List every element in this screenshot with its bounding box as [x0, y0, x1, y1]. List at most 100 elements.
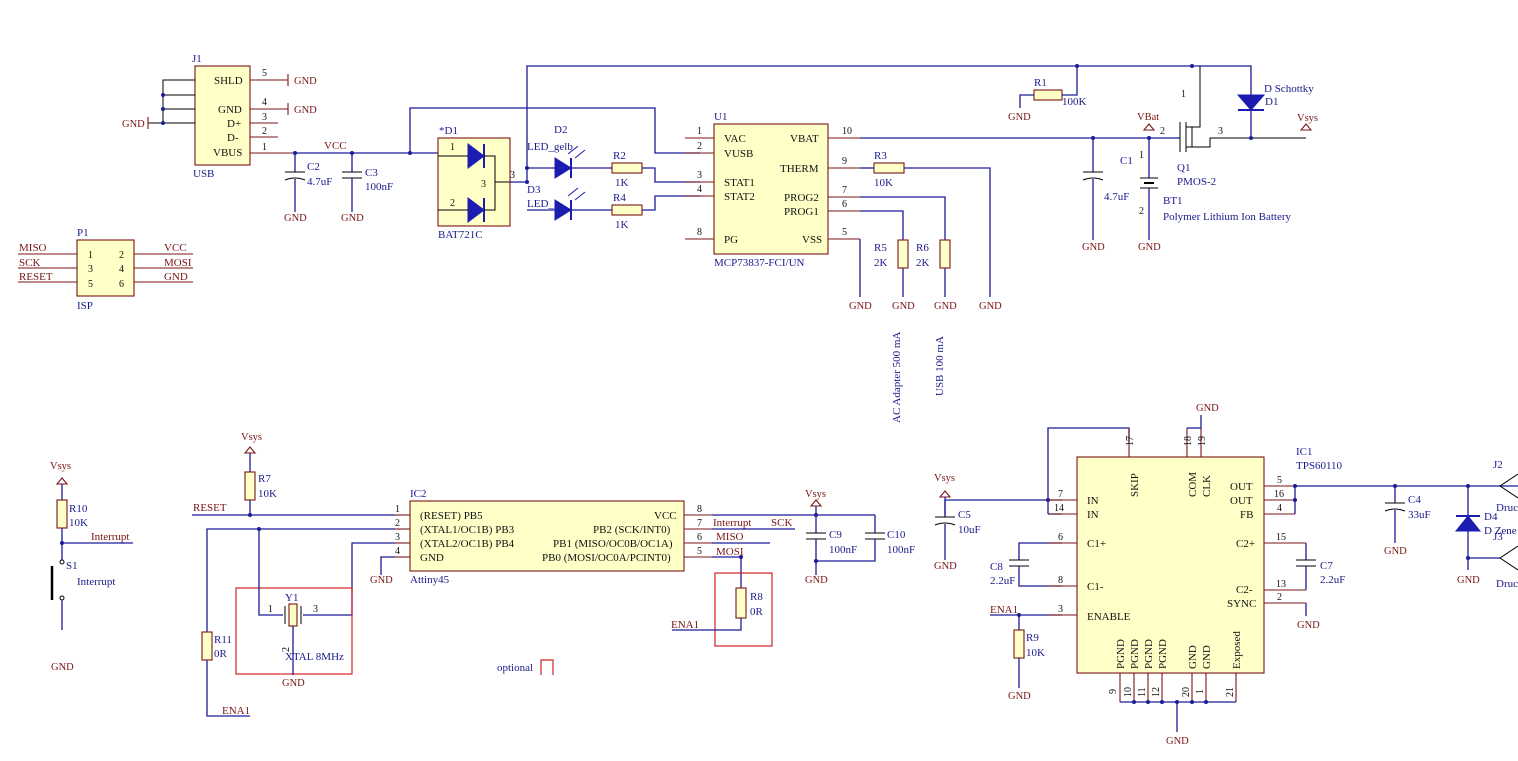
ic1-pin-label: IN	[1087, 495, 1099, 507]
vcc-net-label: VCC	[164, 242, 187, 254]
c3-designator: C3	[365, 167, 378, 179]
resistor-r10[interactable]: Vsys R10 10K	[50, 461, 88, 560]
capacitor-c9[interactable]: C9 100nF	[806, 506, 857, 575]
capacitor-c3[interactable]: C3 100nF GND	[341, 153, 393, 224]
gnd-label: GND	[1008, 112, 1031, 123]
battery-bt1[interactable]: 1 2 BT1 Polymer Lithium Ion Battery GND	[1138, 138, 1292, 253]
u1-pin-label: VUSB	[724, 148, 753, 160]
gnd-label: GND	[1297, 620, 1320, 631]
p1-designator: P1	[77, 227, 89, 239]
ic1-pin-label: C2+	[1236, 538, 1255, 550]
ic1-pin-number: 12	[1151, 687, 1162, 697]
u1-pin-number: 2	[697, 141, 702, 152]
capacitor-c7[interactable]: C7 2.2uF	[1296, 543, 1345, 590]
capacitor-c2[interactable]: C2 4.7uF GND	[284, 153, 332, 224]
capacitor-c1[interactable]: C1 4.7uF GND	[1082, 138, 1133, 253]
gnd-label: GND	[1008, 691, 1031, 702]
ic1-pin-number: 14	[1054, 503, 1064, 514]
r7-value: 10K	[258, 488, 277, 500]
d2-designator: D2	[554, 124, 567, 136]
ic1-pin-label: Exposed	[1231, 631, 1243, 669]
ic1-pin-label: OUT	[1230, 481, 1253, 493]
d1b-designator: D1	[1265, 96, 1278, 108]
resistor-r3[interactable]: R3 10K GND	[860, 150, 1002, 312]
connector-j3[interactable]: J3 Druc	[1493, 531, 1518, 590]
bt1-pin-number: 2	[1139, 206, 1144, 217]
ic1-pin-label: COM	[1187, 472, 1199, 497]
ic1-pin-label: FB	[1240, 509, 1253, 521]
ic2-pin-label: PB0 (MOSI/OC0A/PCINT0)	[542, 552, 671, 564]
capacitor-c4[interactable]: C4 33uF GND	[1384, 486, 1431, 557]
ic1-pin-number: 21	[1225, 687, 1236, 697]
resistor-r4[interactable]: R4 1K	[611, 192, 643, 231]
connector-j1[interactable]: J1 USB SHLD GND D+ D- VBUS 5 4 3 2 1 GND…	[122, 53, 317, 180]
u1-pin-label: STAT2	[724, 191, 755, 203]
resistor-r9[interactable]: R9 10K GND	[990, 613, 1062, 702]
ic2-pin-number: 5	[697, 546, 702, 557]
j1-value: USB	[193, 168, 214, 180]
gnd-label: GND	[1082, 242, 1105, 253]
resistor-r2[interactable]: R2 1K	[611, 150, 643, 189]
ic-ic2-attiny45[interactable]: IC2 Attiny45 (RESET) PB5 (XTAL1/OC1B) PB…	[395, 488, 712, 586]
led-d3[interactable]: D3 LED_	[527, 184, 612, 221]
s1-value: Interrupt	[77, 576, 115, 588]
j1-pin-label: SHLD	[214, 75, 243, 87]
ic1-pin-label: C2-	[1236, 584, 1253, 596]
c3-value: 100nF	[365, 181, 393, 193]
resistor-r7[interactable]: Vsys R7 10K	[241, 432, 277, 515]
p1-pin-number: 2	[119, 250, 124, 261]
gnd-label: GND	[934, 301, 957, 312]
c2-designator: C2	[307, 161, 320, 173]
d3-designator: D3	[527, 184, 541, 196]
capacitor-c5[interactable]: C5 10uF GND	[934, 500, 981, 572]
zener-d4[interactable]: D4 D Zene GND	[1454, 486, 1517, 586]
resistor-r8[interactable]: R8 0R	[672, 587, 764, 631]
switch-s1[interactable]: S1 Interrupt GND	[50, 559, 115, 673]
gnd-label: GND	[979, 301, 1002, 312]
u1-value: MCP73837-FCI/UN	[714, 257, 805, 269]
gnd-label: GND	[805, 575, 828, 586]
u1-pin-label: STAT1	[724, 177, 755, 189]
u1-pin-label: THERM	[780, 163, 819, 175]
resistor-r5[interactable]: R5 2K GND AC Adapter 500 mA	[860, 210, 915, 423]
c8-designator: C8	[990, 561, 1003, 573]
u1-pin-label: PROG1	[784, 206, 819, 218]
diode-bat721c[interactable]: *D1 BAT721C 1 2 3 3	[437, 125, 515, 241]
crystal-y1[interactable]: Y1 1 3 2 XTAL 8MHz GND	[258, 529, 344, 689]
r7-designator: R7	[258, 473, 271, 485]
resistor-r11[interactable]: R11 0R	[201, 631, 250, 717]
ic2-pin-label: (XTAL1/OC1B) PB3	[420, 524, 515, 536]
ic2-pin-number: 1	[395, 504, 400, 515]
resistor-r1[interactable]: R1 100K GND	[1008, 66, 1087, 123]
q1-pin-number: 1	[1181, 89, 1186, 100]
r10-value: 10K	[69, 517, 88, 529]
connector-j2[interactable]: J2 Druc	[1493, 459, 1518, 514]
ic2-pin-label: (XTAL2/OC1B) PB4	[420, 538, 515, 550]
r3-value: 10K	[874, 177, 893, 189]
gnd-label: GND	[1166, 736, 1189, 747]
j1-pin-number: 3	[262, 112, 267, 123]
c8-value: 2.2uF	[990, 575, 1015, 587]
capacitor-c8[interactable]: C8 2.2uF	[990, 542, 1062, 587]
diode-d1-schottky[interactable]: D Schottky D1	[1236, 83, 1314, 138]
resistor-r6[interactable]: R6 2K GND USB 100 mA	[860, 196, 957, 396]
ic1-pin-label: SYNC	[1227, 598, 1256, 610]
ic-ic1-tps60110[interactable]: IC1 TPS60110 IN IN C1+ C1- ENABLE OUT OU…	[1048, 428, 1343, 702]
mosfet-q1[interactable]: 1 2 3 Q1 PMOS-2	[1160, 66, 1306, 188]
ic1-pin-number: 4	[1277, 503, 1282, 514]
c4-designator: C4	[1408, 494, 1421, 506]
y1-pin-number: 1	[268, 604, 273, 615]
ic2-pin-label: VCC	[654, 510, 677, 522]
ic2-pin-number: 6	[697, 532, 702, 543]
p1-pin-number: 1	[88, 250, 93, 261]
led-d2[interactable]: D2 LED_gelb	[527, 124, 612, 179]
gnd-label: GND	[849, 301, 872, 312]
gnd-label: GND	[892, 301, 915, 312]
u1-pin-number: 10	[842, 126, 852, 137]
capacitor-c10[interactable]: C10 100nF	[816, 515, 915, 562]
header-p1-isp[interactable]: P1 ISP 1 2 3 4 5 6 MISO SCK RESET VCC MO…	[18, 227, 193, 312]
miso-net-label: MISO	[19, 242, 47, 254]
ic-u1-mcp73837[interactable]: U1 MCP73837-FCI/UN VAC VUSB STAT1 STAT2 …	[685, 111, 860, 269]
r11-designator: R11	[214, 634, 232, 646]
gnd-label: GND	[294, 76, 317, 87]
